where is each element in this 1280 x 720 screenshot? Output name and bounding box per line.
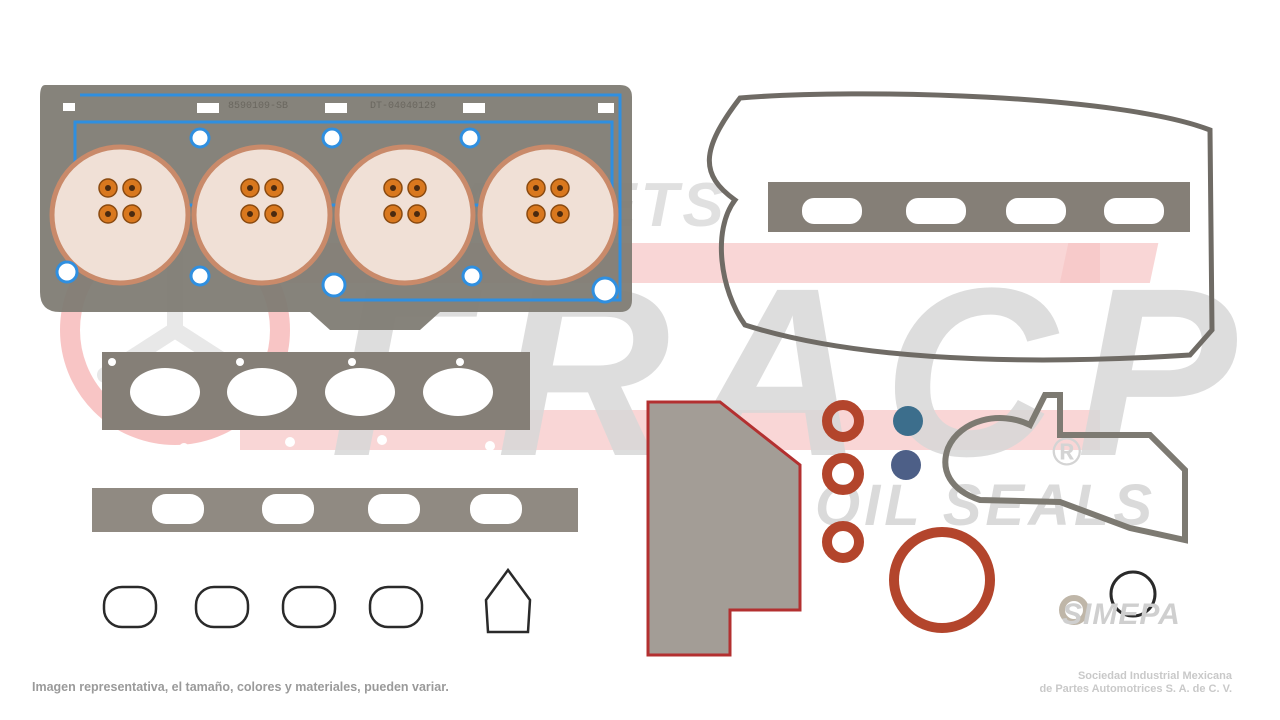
watermark-oil-seals: OIL SEALS — [815, 473, 1157, 538]
gasket-part-number: 8590109-SB — [228, 101, 288, 112]
simepa-logo: SIMEPA — [1062, 598, 1181, 631]
intake-manifold-gasket — [92, 488, 578, 532]
oil-filter-housing-gasket — [646, 400, 802, 657]
company-line-1: Sociedad Industrial Mexicana — [1077, 670, 1232, 682]
company-line-2: de Partes Automotrices S. A. de C. V. — [1039, 683, 1232, 695]
disclaimer-caption: Imagen representativa, el tamaño, colore… — [32, 680, 449, 694]
exhaust-manifold-gasket — [102, 352, 530, 453]
cylinder-head-gasket: 8590109-SB DT-04040129 — [40, 85, 632, 330]
valve-cover-gasket — [706, 91, 1215, 363]
upper-manifold-gasket — [768, 182, 1190, 232]
gasket-code: DT-04040129 — [370, 101, 436, 112]
company-name: Sociedad Industrial Mexicana de Partes A… — [1039, 670, 1232, 696]
water-pump-gasket — [942, 392, 1188, 544]
